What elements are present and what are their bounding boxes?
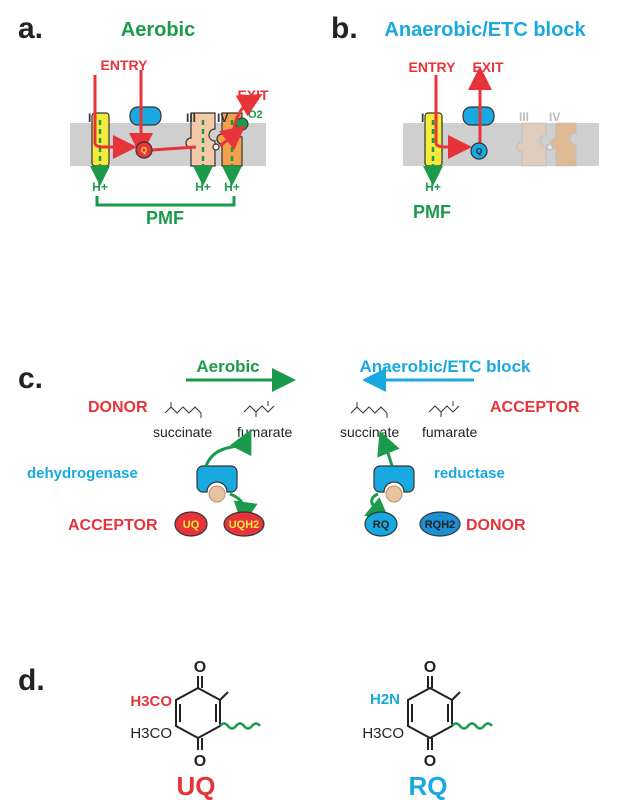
rqh2-oval (419, 511, 461, 537)
acceptor-label-right: ACCEPTOR (490, 399, 580, 416)
blocked-complexes-b (516, 122, 577, 167)
rq-name: RQ (409, 771, 448, 800)
reductase-enzyme-c (373, 465, 415, 493)
rq-isoprenoid-tail (451, 722, 493, 730)
rq-carbonyl-top: O (424, 659, 436, 676)
fad-cofactor-left (208, 485, 226, 503)
fumarate-right: fumarate (422, 424, 477, 440)
uqh2-oval (223, 511, 265, 537)
electron-path-iv-a (219, 125, 246, 150)
quinone-label-b: Q (476, 147, 482, 156)
proton-label-i-a: H+ (92, 180, 108, 194)
complex-iii-label-a: III (186, 111, 196, 125)
panel-c: c. Aerobic Anaerobic/ETC block DONOR suc… (18, 357, 580, 537)
succinate-structure-left (164, 402, 202, 418)
fumarate-left: fumarate (237, 424, 292, 440)
uq-structure (175, 676, 261, 750)
oxidation-arrow-left (204, 429, 252, 467)
uq-oval (174, 511, 208, 537)
complex-iv-label-a: IV (217, 111, 228, 125)
proton-label-iii-a: H+ (195, 180, 211, 194)
rq-substituent-1: H2N (370, 691, 400, 708)
rq-label-c: RQ (373, 519, 390, 531)
rq-substituent-2: H3CO (362, 725, 404, 742)
uq-isoprenoid-tail (219, 722, 261, 730)
reduction-arrow-right (377, 430, 400, 467)
reduction-arrow-left (229, 492, 258, 526)
dehydrogenase-enzyme-c (196, 465, 238, 493)
electron-path-i-b (434, 75, 472, 159)
exit-label-b: EXIT (472, 59, 504, 75)
uq-label-c: UQ (183, 519, 200, 531)
electron-path-q-a (151, 145, 197, 152)
exit-label-a: EXIT (237, 87, 269, 103)
succinate-structure-right (350, 402, 388, 418)
panel-d: d. O O H3CO H3CO UQ (18, 659, 493, 800)
fumarate-structure-left (243, 401, 275, 417)
uq-carbonyl-top: O (194, 659, 206, 676)
complex-i-label-b: I (421, 111, 424, 125)
complex-iv-label-b: IV (549, 110, 560, 124)
panel-b-title: Anaerobic/ETC block (384, 19, 586, 41)
fumarate-structure-right (428, 401, 460, 417)
enzyme-label-right: reductase (434, 465, 505, 482)
pmf-bracket-a (95, 196, 236, 207)
panel-d-letter: d. (18, 664, 45, 697)
enzyme-label-left: dehydrogenase (27, 465, 138, 482)
proton-label-iv-a: H+ (224, 180, 240, 194)
complex-iii-b (516, 122, 547, 167)
uq-substituent-2: H3CO (130, 725, 172, 742)
oxidation-arrow-right (364, 492, 391, 522)
exit-arrow-a (232, 94, 263, 129)
donor-label-left: DONOR (88, 399, 148, 416)
succinate-right: succinate (340, 424, 399, 440)
uq-substituent-1: H3CO (130, 693, 172, 710)
panel-b-letter: b. (331, 12, 358, 45)
entry-label-a: ENTRY (101, 57, 149, 73)
panel-a-letter: a. (18, 12, 43, 45)
complex-iii-label-b: III (519, 110, 529, 124)
aerobic-label-c: Aerobic (196, 357, 259, 376)
panel-a: a. Aerobic I III IV O2 Q ENTRY EX (18, 12, 269, 228)
rqh2-label-c: RQH2 (425, 519, 456, 531)
fad-cofactor-right (385, 485, 403, 503)
dehydrogenase-a (129, 106, 162, 126)
uqh2-label-c: UQH2 (229, 519, 260, 531)
electron-path-i-a (93, 75, 137, 159)
entry-label-b: ENTRY (409, 59, 457, 75)
uq-carbonyl-bottom: O (194, 753, 206, 770)
complex-iv-b (550, 122, 577, 167)
donor-label-right: DONOR (466, 517, 526, 534)
quinone-a (135, 141, 153, 159)
rq-structure (407, 676, 493, 750)
proton-label-i-b: H+ (425, 180, 441, 194)
pmf-label-a: PMF (146, 208, 184, 228)
cytochrome-c-b (546, 143, 554, 151)
rq-oval (364, 511, 398, 537)
acceptor-label-left: ACCEPTOR (68, 517, 158, 534)
o2-label-a: O2 (248, 109, 263, 121)
panel-c-letter: c. (18, 362, 43, 395)
succinate-left: succinate (153, 424, 212, 440)
quinone-label-a: Q (141, 146, 147, 155)
pmf-label-b: PMF (413, 202, 451, 222)
quinone-b (470, 142, 488, 160)
panel-a-title: Aerobic (121, 19, 195, 41)
complex-i-label-a: I (88, 111, 91, 125)
rq-carbonyl-bottom: O (424, 753, 436, 770)
anaerobic-label-c: Anaerobic/ETC block (360, 357, 532, 376)
panel-b: b. Anaerobic/ETC block I III IV Q ENTRY … (331, 12, 599, 222)
uq-name: UQ (177, 771, 216, 800)
cytochrome-c-a (212, 143, 220, 151)
complex-iii-a (185, 112, 216, 167)
